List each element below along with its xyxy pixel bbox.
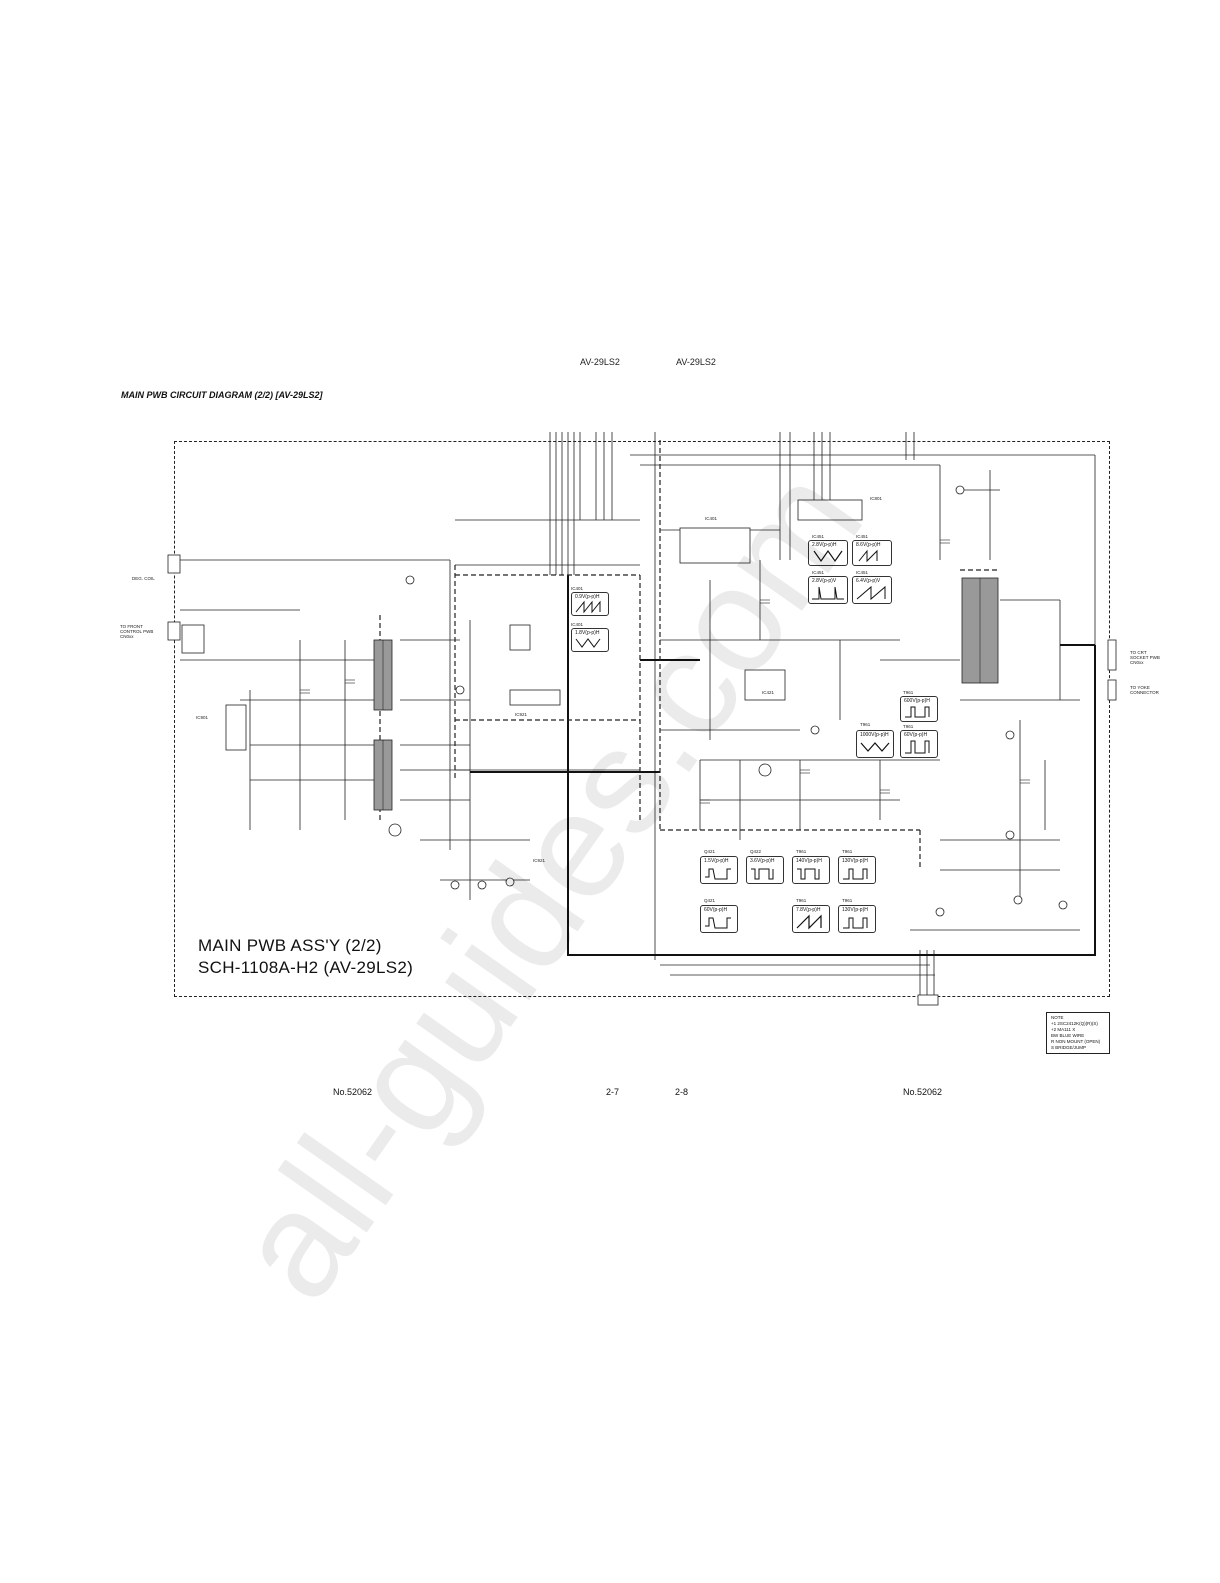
wave-ref: T961 — [903, 690, 914, 695]
wave-ref: IC451 — [812, 534, 825, 539]
wave-ref: T961 — [796, 849, 807, 854]
ic-label: IC921 — [533, 858, 546, 863]
waveform-box-4: 8.6V(p-p)H — [852, 540, 892, 566]
ic-label: IC401 — [705, 516, 718, 521]
waveform-box-7: 600V(p-p)H — [900, 696, 938, 722]
waveform-box-15: 7.8V(p-p)H — [792, 905, 830, 933]
yoke-label: TO YOKE CONNECTOR — [1130, 685, 1159, 695]
waveform-box-16: 130V(p-p)H — [838, 905, 876, 933]
waveform-box-12: 140V(p-p)H — [792, 856, 830, 884]
page-number-right: 2-8 — [675, 1087, 689, 1097]
waveform-box-8: 1000V(p-p)H — [856, 730, 894, 758]
waveform-box-2: 1.8V(p-p)H — [571, 628, 609, 652]
wave-ref: T961 — [842, 849, 853, 854]
waveform-box-3: 2.8V(p-p)H — [808, 540, 848, 566]
note-box: NOTE +1 2SC2412K(Q)(R)(S) +2 MA111 X BW … — [1046, 1012, 1110, 1054]
wave-ref: T961 — [903, 724, 914, 729]
wave-ref: IC451 — [856, 534, 869, 539]
ic-label: IC801 — [870, 496, 883, 501]
note-line: BW BLUE WIRE — [1051, 1033, 1085, 1038]
board-name-line1: MAIN PWB ASS'Y (2/2) — [198, 936, 382, 955]
waveform-box-14: 60V(p-p)H — [700, 905, 738, 933]
wave-ref: T961 — [796, 898, 807, 903]
doc-number-left: No.52062 — [333, 1087, 373, 1097]
waveform-box-10: 1.5V(p-p)H — [700, 856, 738, 884]
waveform-box-9: 60V(p-p)H — [900, 730, 938, 758]
wave-ref: Q421 — [704, 898, 716, 903]
model-label-left: AV-29LS2 — [580, 357, 620, 367]
wave-ref: Q422 — [750, 849, 762, 854]
ic-label: IC901 — [196, 715, 209, 720]
front-control-label: TO FRONT CONTROL PWB CN0xx — [120, 624, 154, 639]
ic-label: IC921 — [515, 712, 528, 717]
wave-ref: IC401 — [571, 622, 584, 627]
note-line: +2 MA111 X — [1051, 1027, 1076, 1032]
wave-ref: T961 — [860, 722, 871, 727]
diagram-title: MAIN PWB CIRCUIT DIAGRAM (2/2) [AV-29LS2… — [121, 390, 323, 400]
note-line: +1 2SC2412K(Q)(R)(S) — [1051, 1021, 1098, 1026]
wave-ref: IC451 — [856, 570, 869, 575]
degauss-label: DEG. COIL — [132, 576, 155, 581]
board-name-line2: SCH-1108A-H2 (AV-29LS2) — [198, 958, 414, 977]
note-line: S BRIDGE/JUMP — [1051, 1045, 1087, 1050]
ic-label: IC421 — [762, 690, 775, 695]
note-line: R NON MOUNT (OPEN) — [1051, 1039, 1101, 1044]
waveform-box-5: 2.8V(p-p)V — [808, 576, 848, 604]
crt-socket-label: TO CRT SOCKET PWB CN0xx — [1130, 650, 1160, 665]
wave-ref: IC401 — [571, 586, 584, 591]
note-title: NOTE — [1051, 1015, 1064, 1020]
waveform-box-1: 0.9V(p-p)H — [571, 592, 609, 616]
model-label-right: AV-29LS2 — [676, 357, 716, 367]
waveform-box-6: 6.4V(p-p)V — [852, 576, 892, 604]
waveform-box-13: 130V(p-p)H — [838, 856, 876, 884]
wave-ref: T961 — [842, 898, 853, 903]
wave-ref: Q421 — [704, 849, 716, 854]
board-frame — [174, 441, 1110, 997]
doc-number-right: No.52062 — [903, 1087, 943, 1097]
wave-ref: IC451 — [812, 570, 825, 575]
waveform-box-11: 3.6V(p-p)H — [746, 856, 784, 884]
page-number-left: 2-7 — [606, 1087, 620, 1097]
